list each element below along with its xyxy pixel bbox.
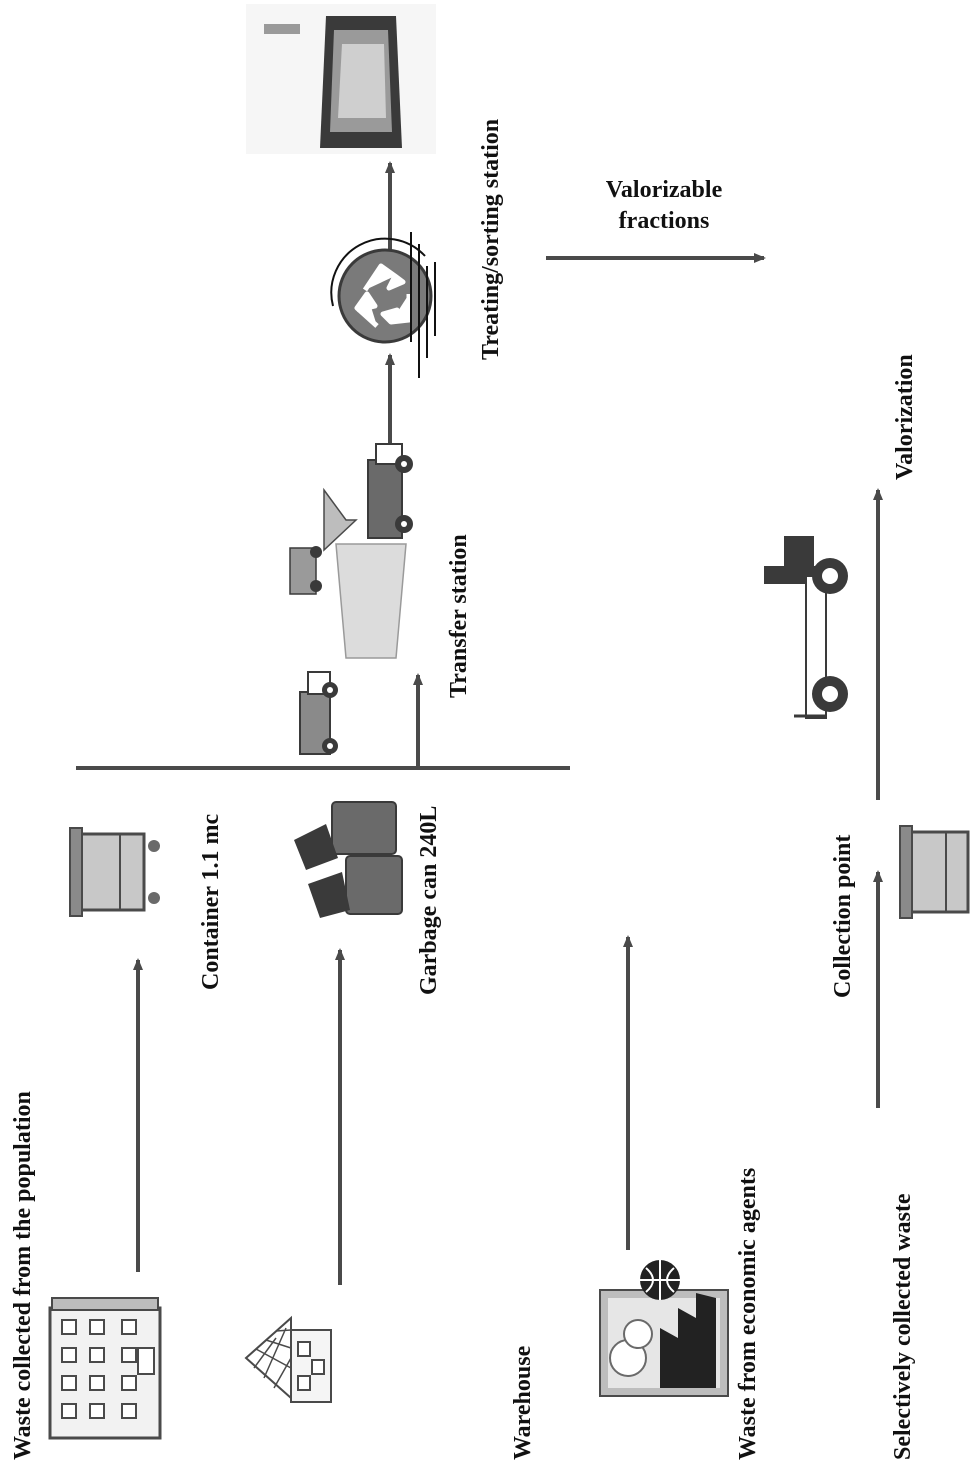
factory-icon [600, 1260, 728, 1396]
label-valorization: Valorization [892, 354, 918, 480]
house-icon [246, 1318, 331, 1402]
garbage-cans-icon [294, 802, 402, 918]
small-truck-icon [300, 672, 338, 754]
collection-bin-icon [900, 826, 968, 918]
label-economic-agents: Waste from economic agents [735, 1168, 761, 1460]
label-collection-point: Collection point [830, 835, 856, 998]
transfer-station-icon [290, 444, 413, 658]
container-bin-icon [70, 828, 160, 916]
flatbed-truck-icon [764, 536, 848, 718]
label-treating-station: Treating/sorting station [478, 119, 504, 360]
label-selective: Selectively collected waste [890, 1193, 916, 1460]
landfill-icon [246, 4, 436, 154]
apartment-building-icon [50, 1298, 160, 1438]
recycling-symbol-icon [331, 232, 435, 378]
label-valorizable-1: Valorizable [606, 177, 723, 203]
label-transfer-station: Transfer station [446, 534, 472, 698]
label-population: Waste collected from the population [10, 1091, 36, 1460]
label-warehouse: Warehouse [510, 1345, 536, 1460]
label-container: Container 1.1 mc [198, 813, 224, 990]
label-valorizable-2: fractions [619, 208, 710, 234]
label-garbage-can: Garbage can 240L [416, 806, 442, 995]
